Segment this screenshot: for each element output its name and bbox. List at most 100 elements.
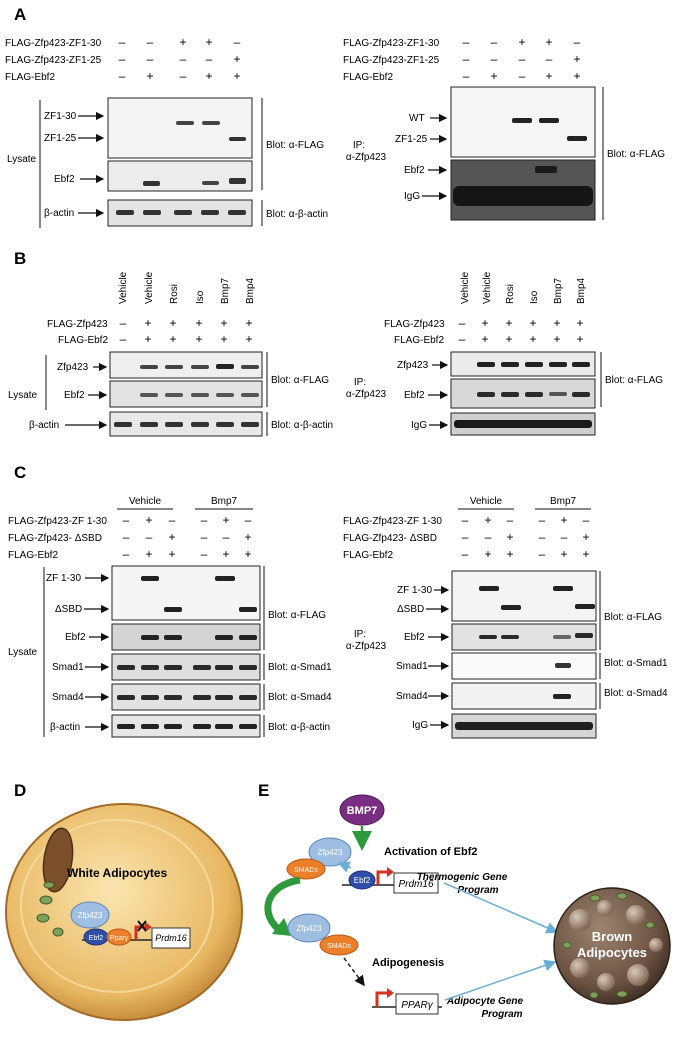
sign: + <box>233 69 240 83</box>
sign: + <box>529 332 536 346</box>
blot-band <box>535 166 557 173</box>
blot-strip <box>450 351 596 377</box>
mitochondrion <box>36 913 50 923</box>
sign: + <box>169 316 176 330</box>
blot-band <box>525 392 543 397</box>
blot-antibody: Blot: α-FLAG <box>266 140 324 151</box>
blot-band <box>572 362 590 367</box>
blot-band <box>215 724 233 729</box>
sign: – <box>462 513 469 527</box>
sign: – <box>539 547 546 561</box>
lipid-droplets <box>569 900 663 991</box>
blot-label: ΔSBD <box>397 604 424 615</box>
ebf2-label: Ebf2 <box>89 935 104 942</box>
sign: – <box>119 35 126 49</box>
sign: + <box>220 316 227 330</box>
lipid-droplet <box>597 900 613 916</box>
sign: + <box>490 69 497 83</box>
sign: – <box>245 513 252 527</box>
sign: + <box>481 332 488 346</box>
panel-b-right: Vehicle Vehicle Rosi Iso Bmp7 Bmp4 FLAG-… <box>346 271 663 436</box>
sign: + <box>205 35 212 49</box>
sign: + <box>576 316 583 330</box>
blot-band <box>116 210 134 215</box>
sign: + <box>168 547 175 561</box>
mitochondrion <box>616 990 628 998</box>
treatment-label: Vehicle <box>482 271 493 304</box>
blot-label: Smad4 <box>396 691 428 702</box>
blot-band <box>114 422 132 427</box>
mitochondrion <box>39 895 53 905</box>
lipid-droplet <box>597 973 615 991</box>
blot-antibody: Blot: α-Smad4 <box>268 692 332 703</box>
sign: + <box>545 35 552 49</box>
sign: – <box>462 530 469 544</box>
blot-band <box>117 724 135 729</box>
blot-band <box>215 635 233 640</box>
treatment-labels: Vehicle Vehicle Rosi Iso Bmp7 Bmp4 <box>118 271 256 304</box>
mitochondrion <box>52 927 64 937</box>
blot-band <box>455 722 593 730</box>
sign: + <box>529 316 536 330</box>
blot-strip <box>111 714 261 738</box>
sign: + <box>145 547 152 561</box>
blot-label: Ebf2 <box>404 632 425 643</box>
lipid-droplet <box>570 958 590 978</box>
blot-antibody: Blot: α-β-actin <box>268 722 330 733</box>
lipid-droplet <box>649 938 663 952</box>
adipocyte-program-label: Program <box>481 1009 522 1020</box>
blot-band <box>549 362 567 367</box>
blot-label: Ebf2 <box>54 174 75 185</box>
sign: + <box>145 513 152 527</box>
blot-strip <box>111 653 261 681</box>
blot-strip <box>111 565 261 621</box>
blot-band <box>501 362 519 367</box>
sign: + <box>245 332 252 346</box>
panel-b: B Vehicle Vehicle Rosi Iso Bmp7 Bmp4 FLA… <box>8 249 663 437</box>
panel-c-letter: C <box>14 463 26 482</box>
blot-band <box>477 362 495 367</box>
sign: + <box>195 316 202 330</box>
treatment-label: Bmp4 <box>576 277 587 304</box>
transition-arrow <box>264 876 301 935</box>
thermogenic-label: Thermogenic Gene <box>417 872 508 883</box>
sign: – <box>180 69 187 83</box>
blot-band <box>239 607 257 612</box>
sign: – <box>120 332 127 346</box>
blot-strip <box>107 160 253 192</box>
sign: + <box>506 547 513 561</box>
blot-band <box>239 695 257 700</box>
blot-band <box>140 422 158 427</box>
treatment-label: Bmp4 <box>245 277 256 304</box>
lipid-droplet <box>626 905 646 925</box>
sign: – <box>123 513 130 527</box>
sign: + <box>144 332 151 346</box>
lipid-droplet <box>569 909 591 931</box>
sign: + <box>244 530 251 544</box>
blot-label: ZF1-30 <box>44 111 77 122</box>
prdm16-gene <box>393 872 439 894</box>
blot-band <box>117 665 135 670</box>
blot-strip <box>451 623 597 651</box>
condition-label: FLAG-Ebf2 <box>343 72 393 83</box>
blot-band <box>453 186 593 206</box>
blot-antibody: Blot: α-β-actin <box>271 420 333 431</box>
panel-b-letter: B <box>14 249 26 268</box>
blot-label: ΔSBD <box>55 604 82 615</box>
sign: – <box>519 69 526 83</box>
blot-label: WT <box>409 113 425 124</box>
blot-band <box>202 181 219 185</box>
blot-band <box>174 210 192 215</box>
blot-strip <box>451 570 597 622</box>
blot-label: ZF1-25 <box>44 133 77 144</box>
sign: + <box>195 332 202 346</box>
mitochondrion <box>589 991 599 999</box>
blot-band <box>555 663 571 668</box>
blot-band <box>549 392 567 396</box>
sign: + <box>545 69 552 83</box>
blot-band <box>117 695 135 700</box>
sign: + <box>573 69 580 83</box>
mitochondrion <box>589 894 601 902</box>
blot-band <box>241 422 259 427</box>
sign: – <box>201 547 208 561</box>
